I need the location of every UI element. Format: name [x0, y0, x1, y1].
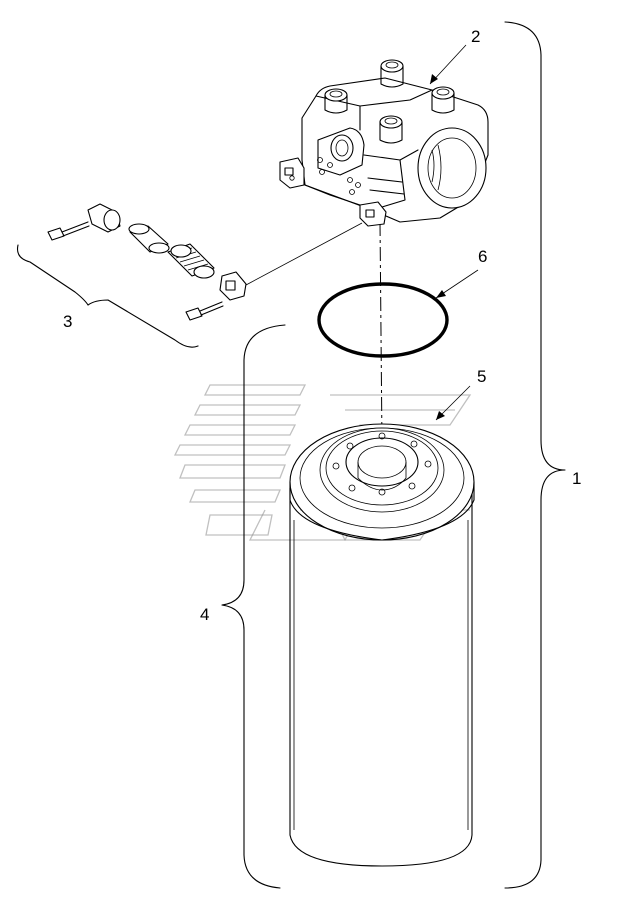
callout-6: 6	[478, 247, 487, 266]
callout-3: 3	[63, 312, 72, 331]
bypass-valve-kit	[47, 203, 247, 321]
arrow-5	[436, 411, 445, 420]
callout-5: 5	[477, 367, 486, 386]
arrow-2	[430, 74, 438, 84]
arrow-6	[436, 290, 446, 298]
callout-2: 2	[471, 27, 480, 46]
brace-item-4	[221, 324, 286, 889]
callout-4: 4	[200, 605, 209, 624]
o-ring-seal	[317, 282, 449, 358]
callout-1: 1	[572, 469, 581, 488]
filter-head	[279, 59, 489, 227]
spin-on-filter-cartridge	[289, 423, 475, 867]
brace-item-1	[504, 21, 566, 889]
brace-item-3	[16, 244, 199, 348]
leader-kit	[245, 222, 363, 286]
centerline	[379, 221, 383, 446]
